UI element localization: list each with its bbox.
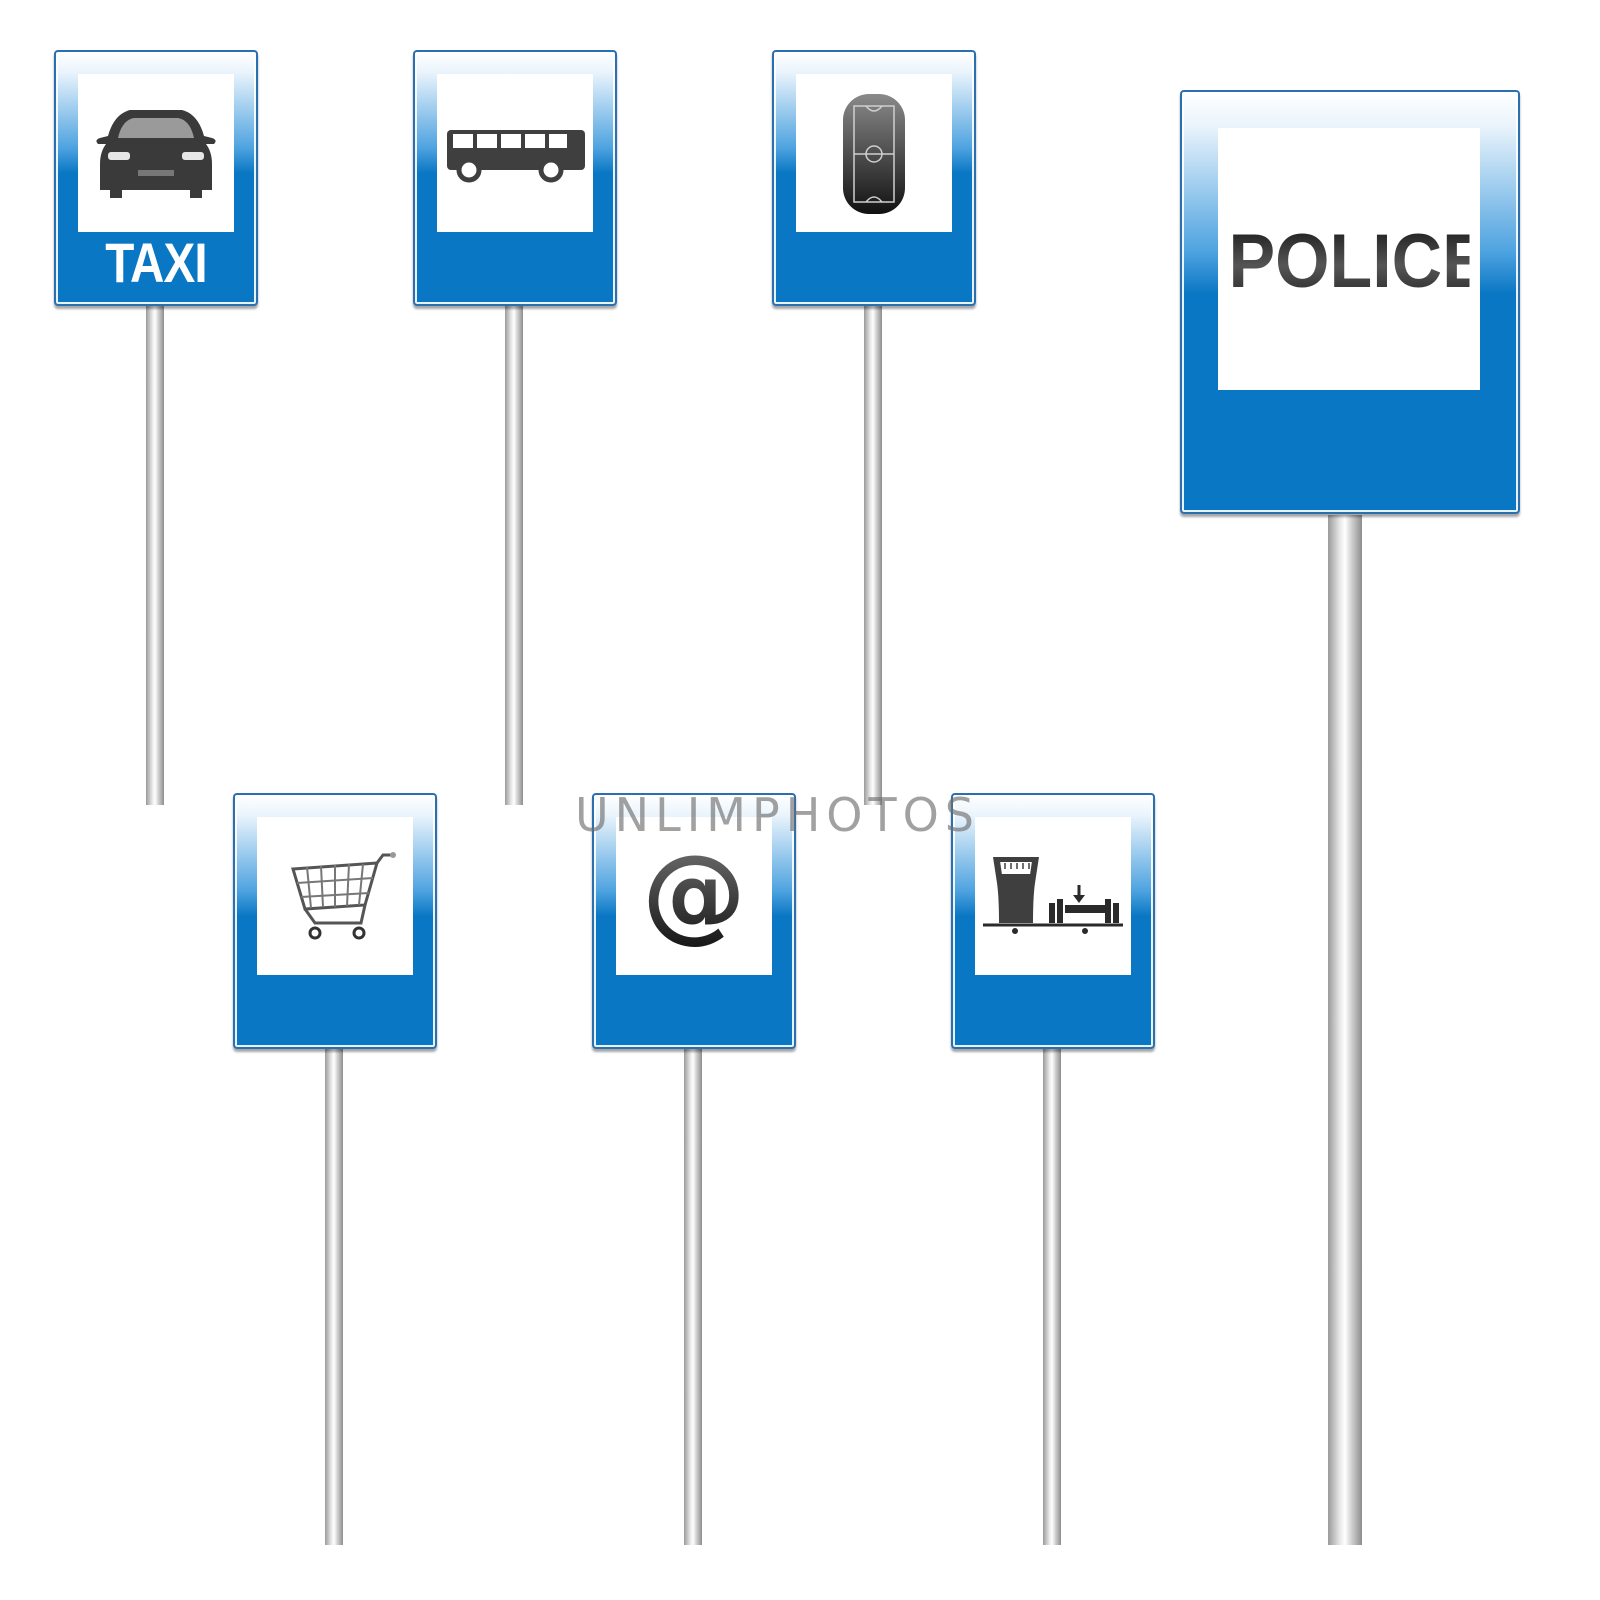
bus-sign [413, 50, 617, 306]
stadium-sign-pole [864, 305, 882, 805]
watermark-text: UNLIMPHOTOS [575, 788, 981, 842]
bus-icon [437, 74, 593, 232]
police-sign-pole [1328, 515, 1362, 1545]
taxi-sign: TAXI [54, 50, 258, 306]
at-sign-icon: @ [616, 817, 772, 975]
police-sign: POLICE [1180, 90, 1520, 514]
shopping-sign [233, 793, 437, 1049]
stadium-sign [772, 50, 976, 306]
taxi-sign-panel [78, 74, 234, 232]
car-icon [78, 74, 234, 232]
at-sign-glyph: @ [642, 832, 746, 954]
internet-sign-panel: @ [616, 817, 772, 975]
shopping-cart-icon [257, 817, 413, 975]
taxi-sign-caption: TAXI [105, 231, 207, 294]
taxi-sign-pole [146, 305, 164, 805]
bus-sign-panel [437, 74, 593, 232]
weighbridge-sign-panel [975, 817, 1131, 975]
shopping-sign-pole [325, 1045, 343, 1545]
stadium-field-icon [796, 74, 952, 232]
police-sign-panel: POLICE [1218, 128, 1489, 390]
bus-sign-pole [505, 305, 523, 805]
internet-sign: @ [592, 793, 796, 1049]
weighbridge-sign-pole [1043, 1045, 1061, 1545]
stadium-sign-panel [796, 74, 952, 232]
weighbridge-sign [951, 793, 1155, 1049]
police-sign-text: POLICE [1228, 219, 1489, 304]
internet-sign-pole [684, 1045, 702, 1545]
shopping-sign-panel [257, 817, 413, 975]
weighing-scale-icon [975, 817, 1131, 975]
